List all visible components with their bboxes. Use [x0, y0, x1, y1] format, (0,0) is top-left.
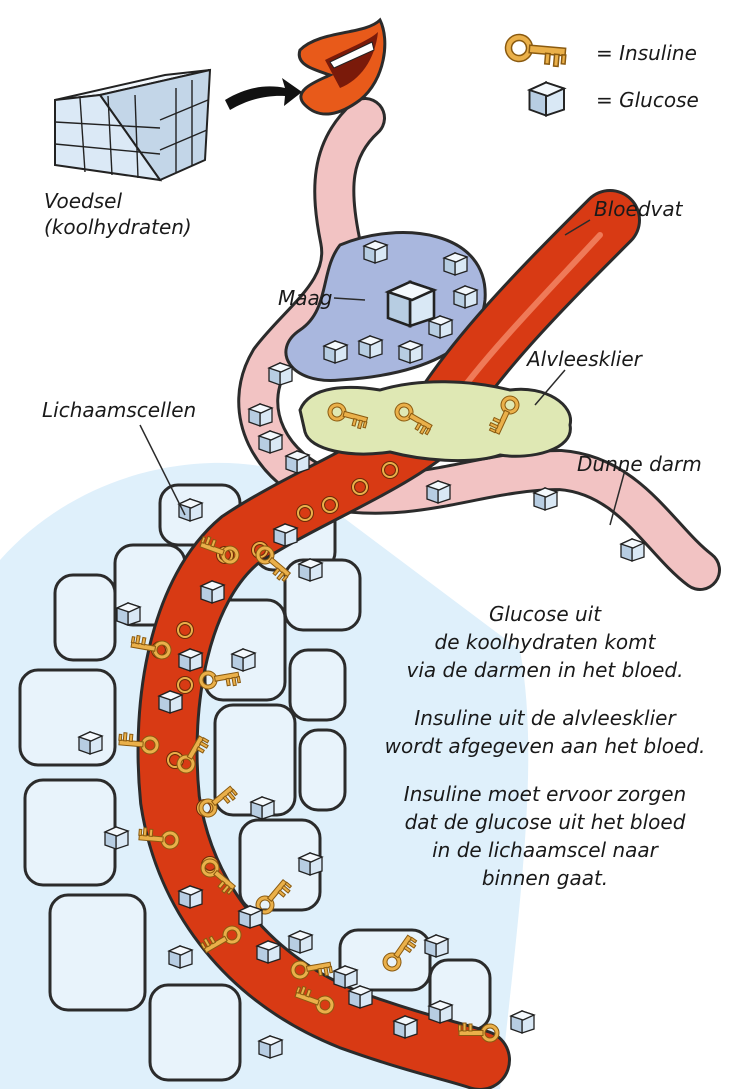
pancreas-label: Alvleesklier [527, 347, 642, 371]
food-cube-icon [54, 68, 212, 182]
intestine [237, 97, 721, 591]
legend-glucose-label: = Glucose [596, 88, 699, 112]
explanation-paragraph-2: Insuline uit de alvleesklier wordt afgeg… [384, 706, 706, 758]
explanation-paragraph-1: Glucose uit de koolhydraten komt via de … [406, 602, 684, 682]
pancreas [298, 380, 572, 463]
arrow-icon [225, 78, 302, 110]
legend [507, 37, 567, 117]
body-cells-label: Lichaamscellen [42, 398, 197, 422]
explanation-paragraph-3: Insuline moet ervoor zorgen dat de gluco… [403, 782, 687, 890]
explanation-text: Glucose uit de koolhydraten komt via de … [360, 600, 730, 912]
food-label: Voedsel (koolhydraten) [44, 189, 192, 239]
blood-vessel-label: Bloedvat [594, 197, 683, 221]
legend-insulin-label: = Insuline [596, 41, 697, 65]
sugar-cube-icon [528, 81, 565, 117]
leader-lines [139, 219, 626, 526]
mouth-icon [297, 17, 387, 116]
stomach-label: Maag [278, 286, 333, 310]
small-intestine-label: Dunne darm [577, 452, 702, 476]
key-icon [507, 37, 567, 67]
